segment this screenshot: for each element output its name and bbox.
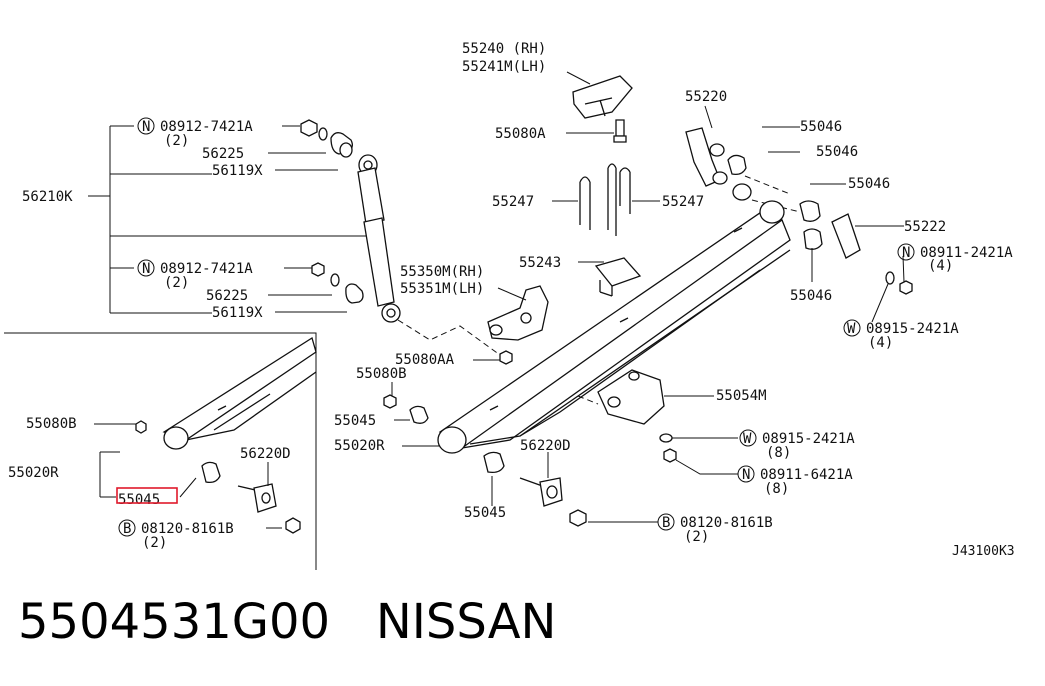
label-55247-left: 55247 (492, 194, 534, 210)
label-55045-lower: 55045 (464, 505, 506, 521)
shock-absorber (357, 154, 401, 323)
label-55222: 55222 (904, 219, 946, 235)
label-56225-lower: 56225 (206, 288, 248, 304)
label-08912-7421a-lower-qty: (2) (164, 275, 189, 291)
inset-label-08120-8161b-qty: (2) (142, 535, 167, 551)
diagram-code: J43100K3 (952, 544, 1015, 559)
prefix-b-label: B (123, 521, 131, 537)
label-56225-upper: 56225 (202, 146, 244, 162)
prefix-n-label: N (902, 245, 910, 261)
label-56210k: 56210K (22, 189, 73, 205)
label-55240-rh: 55240 (RH) (462, 41, 546, 57)
detail-inset: 55080B 55020R 56220D 55045 B 08120-8161B… (4, 332, 317, 570)
spring-hanger-bracket: 55240 (RH) 55241M(LH) 55080A (462, 41, 633, 143)
label-08912-7421a-upper-qty: (2) (164, 133, 189, 149)
prefix-b-label: B (662, 515, 670, 531)
label-55247-right: 55247 (662, 194, 704, 210)
label-55350m-rh: 55350M(RH) (400, 264, 484, 280)
shackle-pin-56220d: 56220D B 08120-8161B (2) (519, 438, 773, 545)
label-08912-7421a-upper: 08912-7421A (160, 119, 253, 135)
label-55220: 55220 (685, 89, 727, 105)
shock-leader-bracket (88, 125, 380, 314)
label-55080a: 55080A (495, 126, 546, 142)
label-08915-2421a-bottom: 08915-2421A (762, 431, 855, 447)
label-55020r: 55020R (334, 438, 385, 454)
spring-eye-hardware: 55080B 55045 55020R 55045 (334, 366, 506, 521)
label-08911-2421a: 08911-2421A (920, 245, 1013, 261)
prefix-n-label: N (142, 261, 150, 277)
label-08915-2421a-top-qty: (4) (868, 335, 893, 351)
shock-labels: N 08912-7421A (2) 56225 56119X 56210K N … (22, 117, 263, 321)
leaf-spring-main (437, 200, 791, 454)
label-56119x-upper: 56119X (212, 163, 263, 179)
highlight-box-55045 (116, 487, 178, 504)
prefix-n-label: N (142, 119, 150, 135)
inset-label-55020r: 55020R (8, 465, 59, 481)
label-08911-2421a-qty: (4) (928, 258, 953, 274)
inset-label-55080b: 55080B (26, 416, 77, 432)
u-bolts: 55247 55247 (492, 163, 704, 236)
prefix-w-label: W (847, 321, 856, 337)
brand-name: NISSAN (375, 594, 557, 650)
label-55045-upper: 55045 (334, 413, 376, 429)
part-number: 5504531G00 (18, 594, 331, 650)
shock-absorber-group (88, 119, 501, 356)
label-55241m-lh: 55241M(LH) (462, 59, 546, 75)
seat-hardware: W 08915-2421A (8) N 08911-6421A (8) (659, 429, 855, 497)
label-08911-6421a: 08911-6421A (760, 467, 853, 483)
label-08911-6421a-qty: (8) (764, 481, 789, 497)
label-55046-1: 55046 (800, 119, 842, 135)
prefix-w-label: W (743, 431, 752, 447)
label-55054m: 55054M (716, 388, 767, 404)
label-08912-7421a-lower: 08912-7421A (160, 261, 253, 277)
shock-lower-hardware (311, 262, 364, 304)
label-55046-4: 55046 (790, 288, 832, 304)
label-08915-2421a-bottom-qty: (8) (766, 445, 791, 461)
label-56119x-lower: 56119X (212, 305, 263, 321)
label-56220d: 56220D (520, 438, 571, 454)
shackle-plate: 55222 N 08911-2421A (4) W 08915-2421A (4… (831, 213, 1013, 351)
inset-label-55045: 55045 (118, 492, 160, 508)
shackle-assembly: 55220 55046 55046 55046 55046 (685, 89, 890, 304)
label-08120-8161b: 08120-8161B (680, 515, 773, 531)
front-hanger-bracket: 55350M(RH) 55351M(LH) (400, 264, 549, 341)
inset-label-56220d: 56220D (240, 446, 291, 462)
spring-center-plate: 55243 (519, 255, 642, 297)
label-08120-8161b-qty: (2) (684, 529, 709, 545)
label-55080aa: 55080AA (395, 352, 455, 368)
label-55243: 55243 (519, 255, 561, 271)
nut-55080aa: 55080AA (395, 350, 513, 368)
inset-label-08120-8161b: 08120-8161B (141, 521, 234, 537)
spring-seat-55054m: 55054M (577, 369, 767, 425)
label-08915-2421a-top: 08915-2421A (866, 321, 959, 337)
label-55080b: 55080B (356, 366, 407, 382)
footer-caption: 5504531G00 NISSAN (18, 594, 556, 650)
prefix-n-label: N (742, 467, 750, 483)
label-55046-3: 55046 (848, 176, 890, 192)
label-55351m-lh: 55351M(LH) (400, 281, 484, 297)
label-55046-2: 55046 (816, 144, 858, 160)
shock-upper-hardware (300, 119, 353, 158)
